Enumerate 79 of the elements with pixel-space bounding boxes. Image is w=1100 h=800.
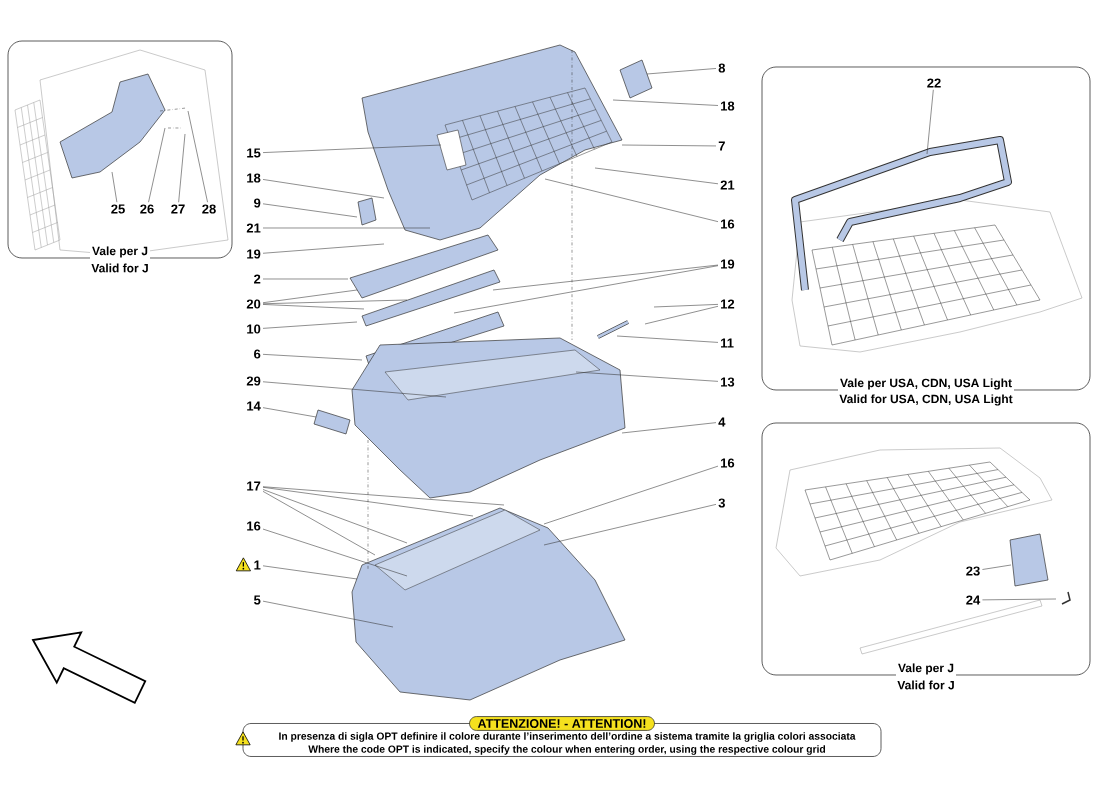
callout-number: 19 — [721, 259, 735, 269]
leader-line — [646, 68, 717, 75]
leader-line — [621, 144, 717, 147]
callout-number: 16 — [721, 458, 735, 468]
leader-line — [262, 278, 349, 280]
callout-number: 16 — [721, 219, 735, 229]
leader-line — [262, 179, 385, 199]
leader-line — [575, 371, 719, 382]
leader-line — [262, 486, 505, 506]
leader-line — [543, 465, 719, 525]
node-label: Valid for J — [91, 263, 148, 273]
callout-number: 19 — [247, 249, 261, 259]
leader-line — [111, 171, 118, 203]
callout-number: 24 — [966, 595, 981, 605]
leader-line — [544, 178, 719, 222]
node-label: Valid for USA, CDN, USA Light — [839, 394, 1013, 406]
warning-note-box: ATTENZIONE! - ATTENTION! In presenza di sigla OPT definire il colore durante l’inserimento dell’ordine a sistema tramite la griglia colori associata Where the code OPT is indicated, specify the colour when entering order, using the respective colour grid — [235, 716, 882, 757]
leader-line — [262, 487, 474, 517]
callout-number: 1 — [254, 560, 261, 570]
callout-number: 28 — [202, 204, 216, 214]
callout-number: 2 — [254, 274, 261, 284]
callout-number: 4 — [718, 417, 726, 427]
leader-line — [262, 600, 394, 628]
leader-line — [262, 491, 376, 556]
leader-line — [262, 381, 447, 398]
leader-line — [262, 304, 365, 310]
leader-line — [453, 265, 719, 314]
callout-number: 12 — [721, 299, 735, 309]
leader-line — [262, 144, 442, 153]
leader-line — [262, 289, 358, 303]
callout-number: 3 — [718, 498, 725, 508]
callout-number: 13 — [721, 377, 735, 387]
callout-number: 23 — [966, 566, 980, 576]
callout-number: 27 — [171, 204, 185, 214]
leader-line — [982, 564, 1012, 570]
leader-line — [621, 422, 717, 434]
callout-number: 22 — [927, 78, 941, 88]
callout-number: 11 — [721, 338, 734, 348]
leader-line — [926, 89, 934, 155]
leader-line — [594, 167, 719, 185]
callout-number: 7 — [718, 141, 725, 151]
leader-line — [262, 354, 363, 361]
leader-line — [262, 528, 408, 577]
callout-number: 29 — [246, 376, 261, 386]
callout-number: 20 — [246, 299, 261, 309]
leader-line — [262, 565, 358, 580]
callout-number: 10 — [247, 324, 261, 334]
leader-line — [262, 321, 358, 329]
callout-number: 6 — [254, 349, 261, 359]
callout-number: 17 — [247, 481, 261, 491]
leader-line — [262, 489, 408, 544]
leader-line — [262, 243, 385, 254]
leader-line — [187, 110, 208, 203]
callout-number: 15 — [247, 148, 261, 158]
callout-number: 14 — [247, 401, 261, 411]
leader-line — [262, 299, 408, 305]
leader-line — [262, 227, 431, 229]
leader-line — [543, 504, 717, 546]
callout-number: 16 — [247, 521, 261, 531]
callout-number: 18 — [721, 101, 735, 111]
leader-line — [644, 306, 719, 325]
callout-number: 26 — [140, 204, 154, 214]
callout-number: 9 — [254, 198, 261, 208]
callout-number: 25 — [111, 204, 125, 214]
callout-number: 5 — [254, 595, 261, 605]
node-label: Valid for J — [897, 680, 954, 690]
leader-line — [178, 133, 186, 203]
leader-line — [653, 304, 719, 308]
callout-number: 21 — [720, 180, 735, 190]
leader-line — [612, 99, 719, 106]
callout-number: 18 — [247, 173, 261, 183]
leader-line — [492, 264, 719, 291]
callout-number: 21 — [246, 223, 261, 233]
callout-number: 8 — [718, 63, 726, 73]
leader-line — [616, 335, 719, 343]
leader-line — [262, 407, 317, 418]
leader-line — [262, 203, 358, 218]
leader-line — [982, 598, 1057, 601]
leader-line — [148, 127, 166, 203]
